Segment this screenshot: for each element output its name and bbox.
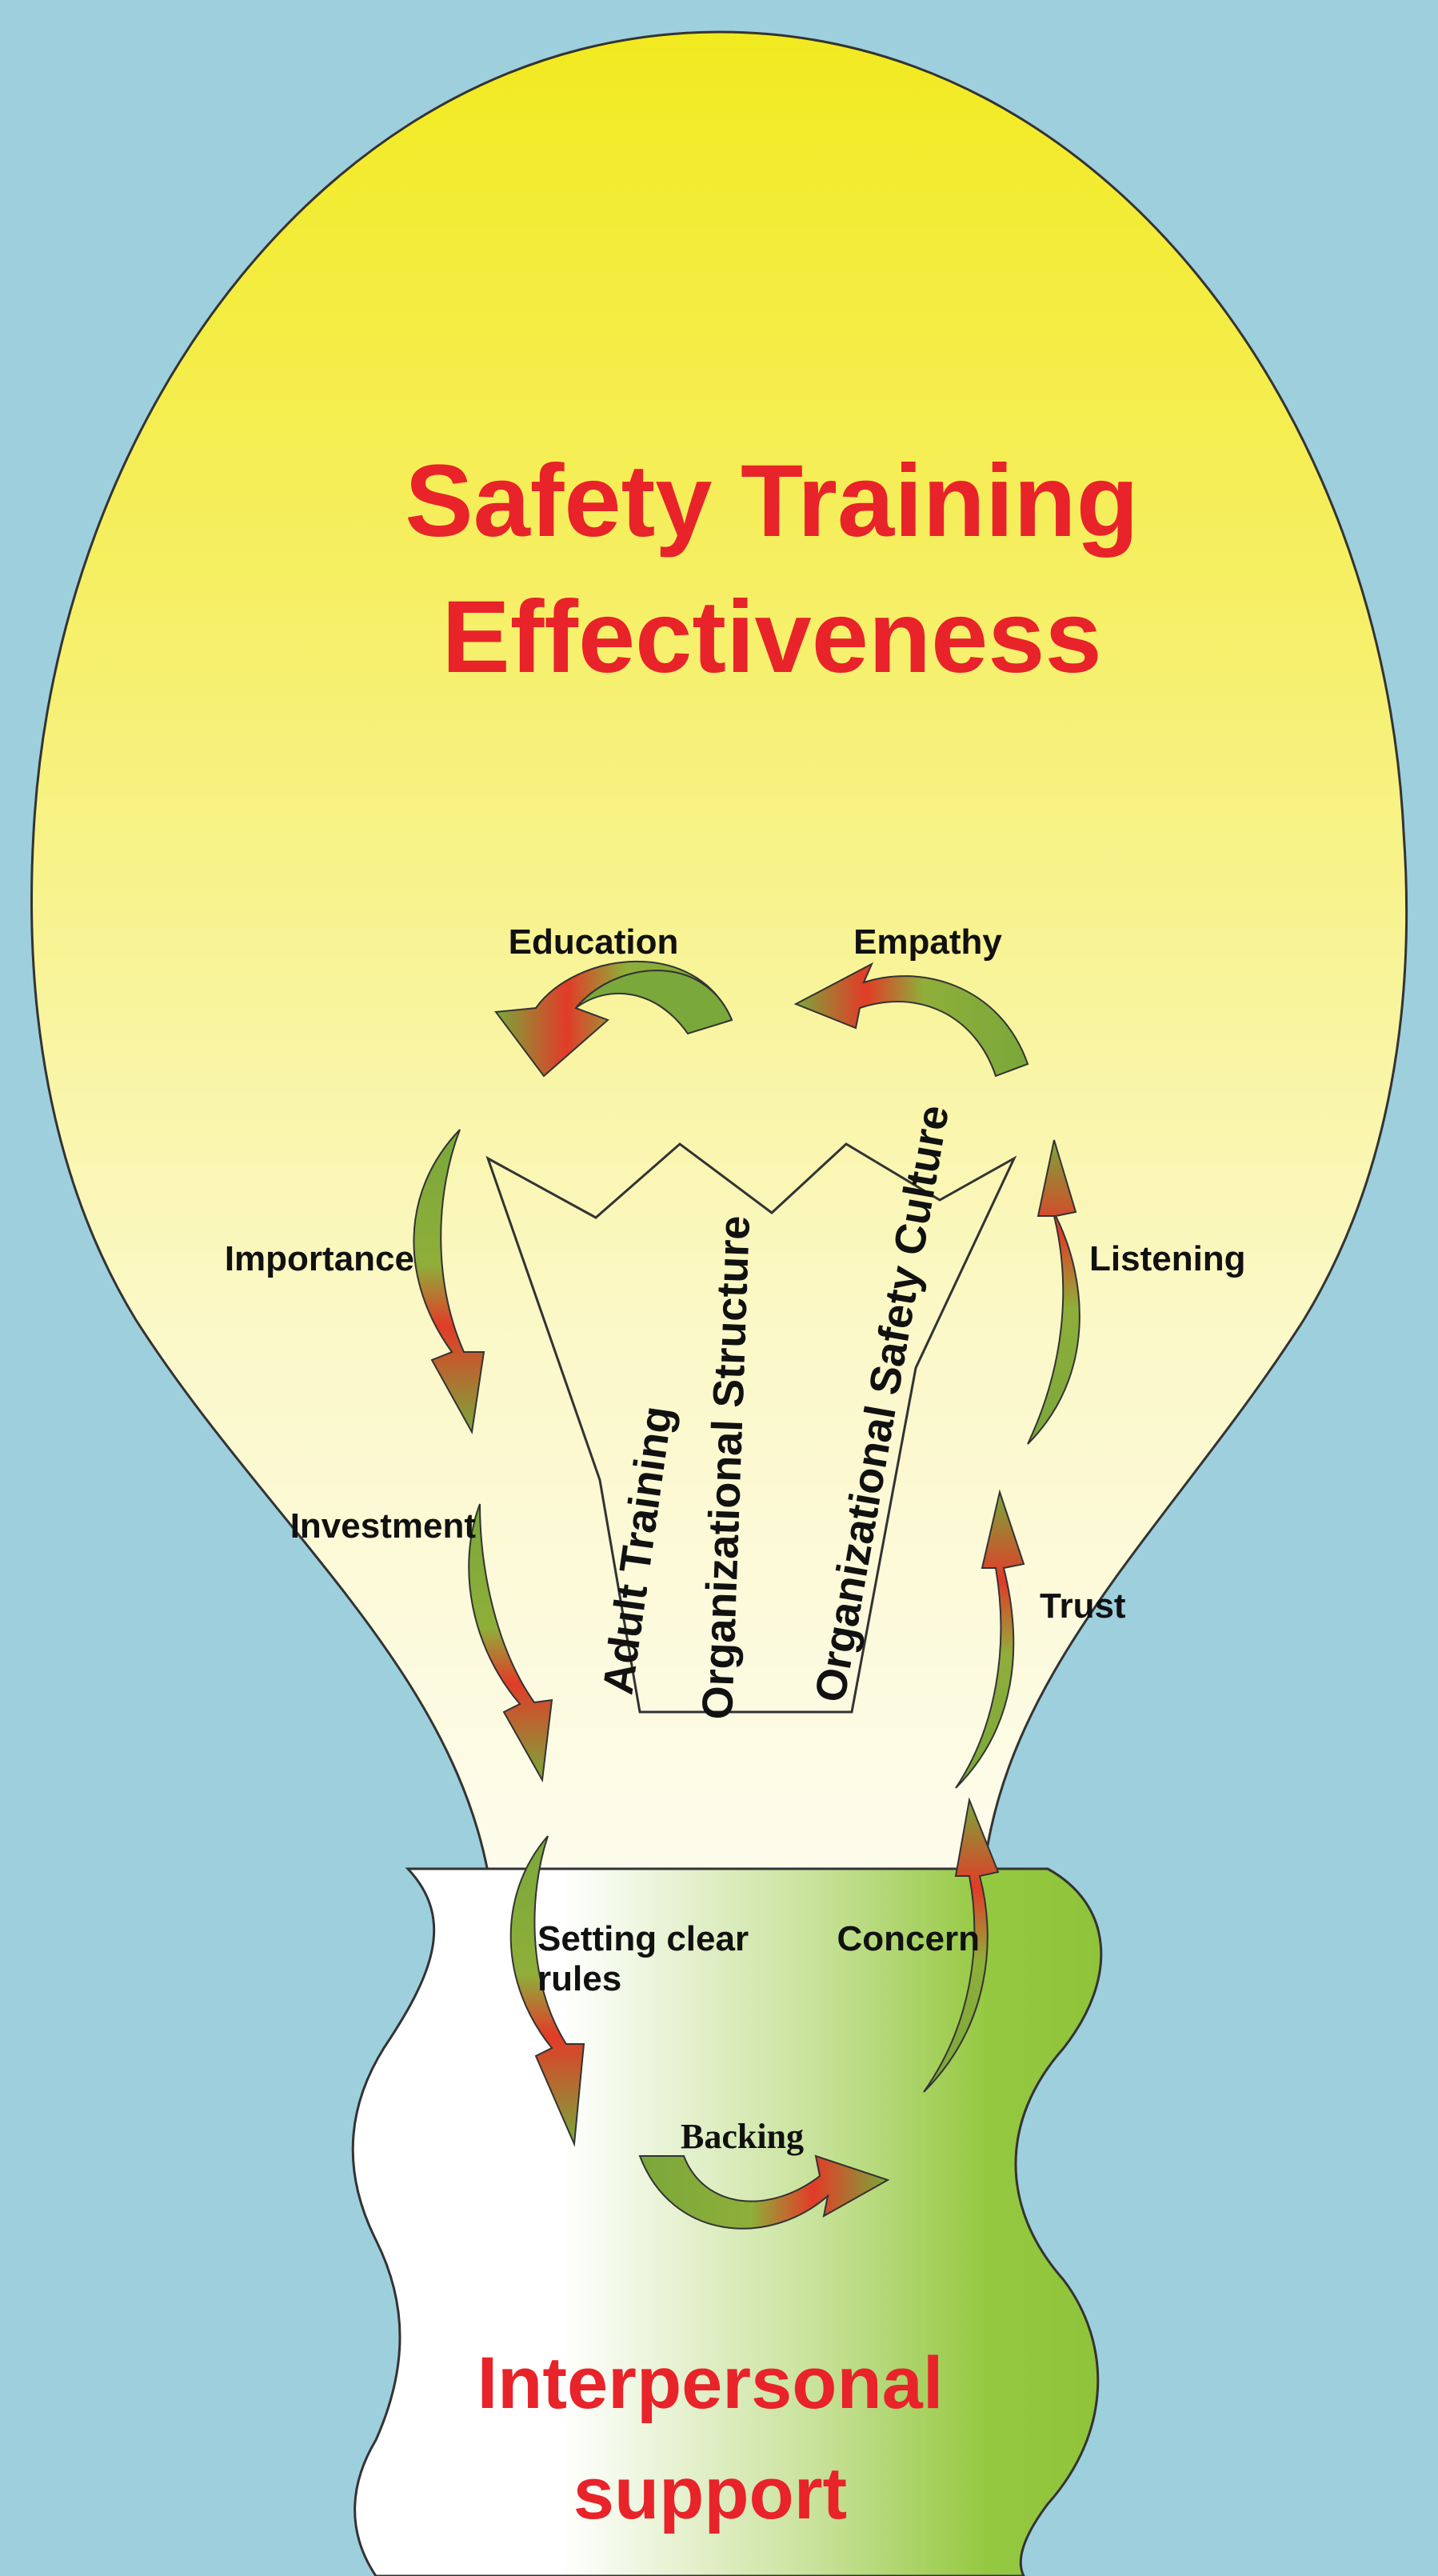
bulb-glass xyxy=(30,30,1408,1874)
setting-rules-label-line-1: Setting clear xyxy=(537,1919,749,1958)
concern-label: Concern xyxy=(837,1919,980,1958)
education-label: Education xyxy=(509,922,679,962)
education-arrow-body xyxy=(575,970,733,1035)
title-line-1: Safety Training xyxy=(405,444,1139,558)
trust-label: Trust xyxy=(1040,1586,1126,1626)
listening-arrow xyxy=(1027,1139,1080,1445)
empathy-label: Empathy xyxy=(853,922,1002,962)
concern-arrow xyxy=(923,1797,1000,2093)
backing-arrow xyxy=(638,2154,890,2230)
investment-arrow xyxy=(468,1503,553,1783)
importance-label: Importance xyxy=(225,1239,414,1278)
setting-rules-label-line-2: rules xyxy=(537,1959,621,1998)
investment-label: Investment xyxy=(290,1506,477,1546)
empathy-arrow xyxy=(793,962,1029,1078)
base-title-line-1: Interpersonal xyxy=(477,2342,944,2424)
listening-label: Listening xyxy=(1089,1239,1246,1278)
backing-label: Backing xyxy=(681,2117,804,2156)
setting-rules-arrow xyxy=(509,1835,585,2147)
trust-arrow xyxy=(955,1489,1025,1789)
importance-arrow xyxy=(413,1129,485,1435)
base-title-line-2: support xyxy=(573,2453,847,2534)
funnel-outline xyxy=(485,1142,1017,1714)
title-line-2: Effectiveness xyxy=(441,580,1101,694)
